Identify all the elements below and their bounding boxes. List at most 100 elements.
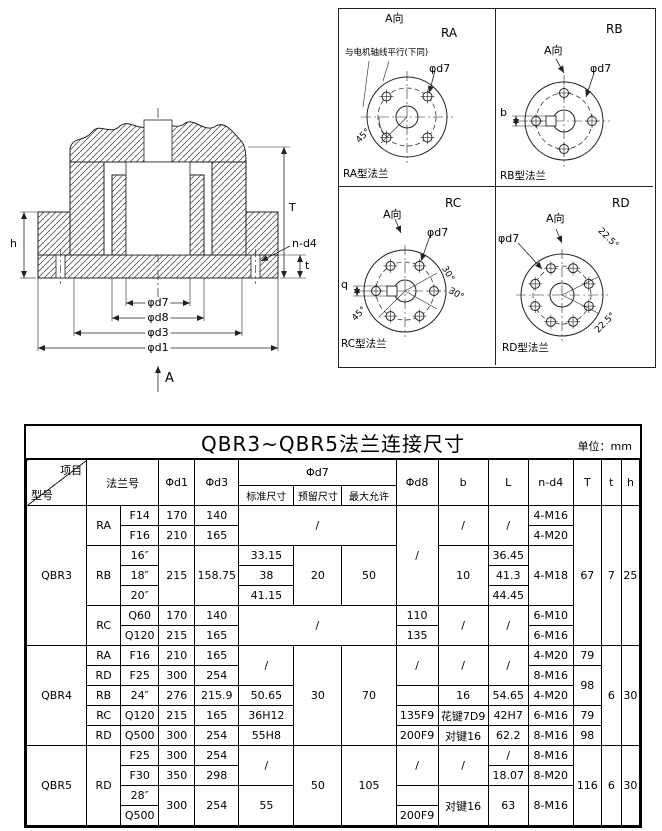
table-cell: 20 <box>293 545 343 606</box>
flange-views-grid: A向 RA 与电机轴线平行(下同) φd7 45° RA型法兰 <box>338 8 656 368</box>
table-cell: 41.3 <box>487 565 529 586</box>
dim-label-phi-d3: φd3 <box>145 326 171 339</box>
table-cell: 140 <box>194 605 240 626</box>
table-cell: / <box>395 745 439 786</box>
table-cell: 8-M16 <box>527 785 574 826</box>
table-cell: 50.65 <box>238 685 295 706</box>
dim-label-phi-d1: φd1 <box>145 341 171 354</box>
panel-corner-label: RB <box>606 22 623 36</box>
header-cell: Φd3 <box>194 459 240 506</box>
table-cell: Q60 <box>120 605 160 626</box>
view-label: A向 <box>383 208 402 221</box>
table-cell: RB <box>86 685 122 706</box>
cross-section-drawing: φd7 φd8 φd3 φd1 n-d4 T t h A <box>8 50 338 410</box>
view-direction-label-A: A <box>165 371 174 386</box>
table-cell: 30 <box>620 745 641 826</box>
table-cell: 210 <box>158 525 196 546</box>
header-cell: Φd8 <box>395 459 439 506</box>
table-cell: QBR4 <box>25 645 88 746</box>
table-cell: 215.9 <box>194 685 240 706</box>
header-corner-cell: 项目型号 <box>25 459 88 506</box>
table-cell: 花键7D9 <box>437 705 489 726</box>
table-cell: 16 <box>437 685 489 706</box>
table-cell: 254 <box>194 665 240 686</box>
table-cell: 55 <box>238 785 295 826</box>
table-cell: 30 <box>293 645 343 746</box>
table-title: QBR3~QBR5法兰连接尺寸 <box>201 431 465 456</box>
table-cell: Q500 <box>120 725 160 746</box>
table-cell: 116 <box>572 745 602 826</box>
table-cell: 300 <box>158 665 196 686</box>
table-cell: 8-M16 <box>527 745 574 766</box>
header-cell: 法兰号 <box>86 459 160 506</box>
table-cell: 215 <box>158 705 196 726</box>
flange-panel-rc: RC A向 φd7 q 30° 30° 45° RC型法兰 <box>339 187 496 365</box>
table-cell: 165 <box>194 625 240 646</box>
table-cell: 165 <box>194 705 240 726</box>
table-cell <box>395 785 439 806</box>
table-cell: 38 <box>238 565 295 586</box>
table-cell: RC <box>86 605 122 646</box>
table-cell: F25 <box>120 745 160 766</box>
flange-panel-ra: A向 RA 与电机轴线平行(下同) φd7 45° RA型法兰 <box>339 9 496 187</box>
table-cell <box>395 685 439 706</box>
table-cell: 30 <box>620 645 641 746</box>
panel-caption: RA型法兰 <box>343 168 389 180</box>
table-cell: 200F9 <box>395 725 439 746</box>
table-cell: F16 <box>120 645 160 666</box>
table-cell: 8-M20 <box>527 765 574 786</box>
table-cell: F14 <box>120 505 160 526</box>
phi-d7-label: φd7 <box>427 226 449 239</box>
keyway-width-label: q <box>341 278 348 291</box>
table-cell: 350 <box>158 765 196 786</box>
table-cell: 25 <box>620 505 641 646</box>
table-cell: 7 <box>600 505 622 646</box>
keyway-width-label: b <box>500 106 507 119</box>
rd-flange-svg <box>516 228 608 341</box>
header-cell: h <box>620 459 641 506</box>
table-cell: RD <box>86 725 122 746</box>
table-cell: F30 <box>120 765 160 786</box>
table-cell: 24″ <box>120 685 160 706</box>
table-cell: 276 <box>158 685 196 706</box>
table-cell: / <box>395 505 439 606</box>
table-cell: / <box>238 605 397 646</box>
corner-top-label: 项目 <box>60 464 83 477</box>
table-cell: 4-M18 <box>527 545 574 606</box>
table-cell: 18.07 <box>487 765 529 786</box>
table-cell: 254 <box>194 725 240 746</box>
table-cell: QBR5 <box>25 745 88 826</box>
table-cell: / <box>238 645 295 686</box>
flange-panel-rd: RD A向 φd7 22.5° 22.5° RD型法兰 <box>496 187 653 365</box>
table-cell: 28″ <box>120 785 160 806</box>
table-cell: 41.15 <box>238 585 295 606</box>
table-cell: 62.2 <box>487 725 529 746</box>
table-cell: 54.65 <box>487 685 529 706</box>
table-cell: 98 <box>572 665 602 706</box>
table-cell: Q500 <box>120 805 160 826</box>
table-cell: / <box>395 645 439 686</box>
table-cell: / <box>437 645 489 686</box>
table-cell: 105 <box>341 745 397 826</box>
table-cell: 50 <box>293 745 343 826</box>
header-cell: L <box>487 459 529 506</box>
table-cell: 4-M20 <box>527 685 574 706</box>
table-cell: 98 <box>572 725 602 746</box>
panel-caption: RD型法兰 <box>502 342 549 354</box>
phi-d7-label: φd7 <box>590 62 612 75</box>
table-cell: 140 <box>194 505 240 526</box>
table-cell: 36.45 <box>487 545 529 566</box>
dim-label-phi-d8: φd8 <box>145 311 171 324</box>
table-cell: 165 <box>194 645 240 666</box>
table-cell: / <box>487 605 529 646</box>
header-cell: 最大允许 <box>341 485 397 506</box>
table-cell: / <box>437 505 489 546</box>
parallel-axis-note: 与电机轴线平行(下同) <box>345 48 429 58</box>
